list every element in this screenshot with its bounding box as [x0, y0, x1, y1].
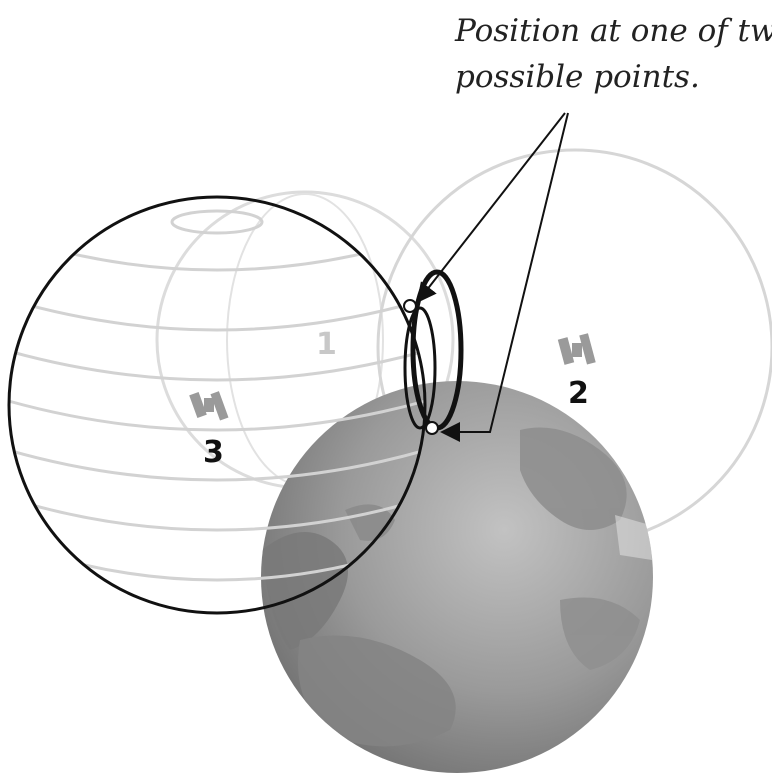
satellite-icon — [557, 333, 596, 365]
satellite-label-2: 2 — [568, 376, 589, 411]
earth-globe — [261, 381, 653, 773]
satellite-label-1: 1 — [316, 327, 337, 362]
possible-point-upper — [403, 299, 417, 313]
satellite-label-3: 3 — [203, 435, 224, 470]
caption: Position at one of two possible points. — [455, 8, 772, 100]
possible-point-lower — [425, 421, 439, 435]
satellite-icon — [189, 391, 229, 421]
arrow-icon — [416, 112, 569, 442]
caption-line-1: Position at one of two — [455, 13, 772, 49]
caption-line-2: possible points. — [455, 59, 700, 95]
